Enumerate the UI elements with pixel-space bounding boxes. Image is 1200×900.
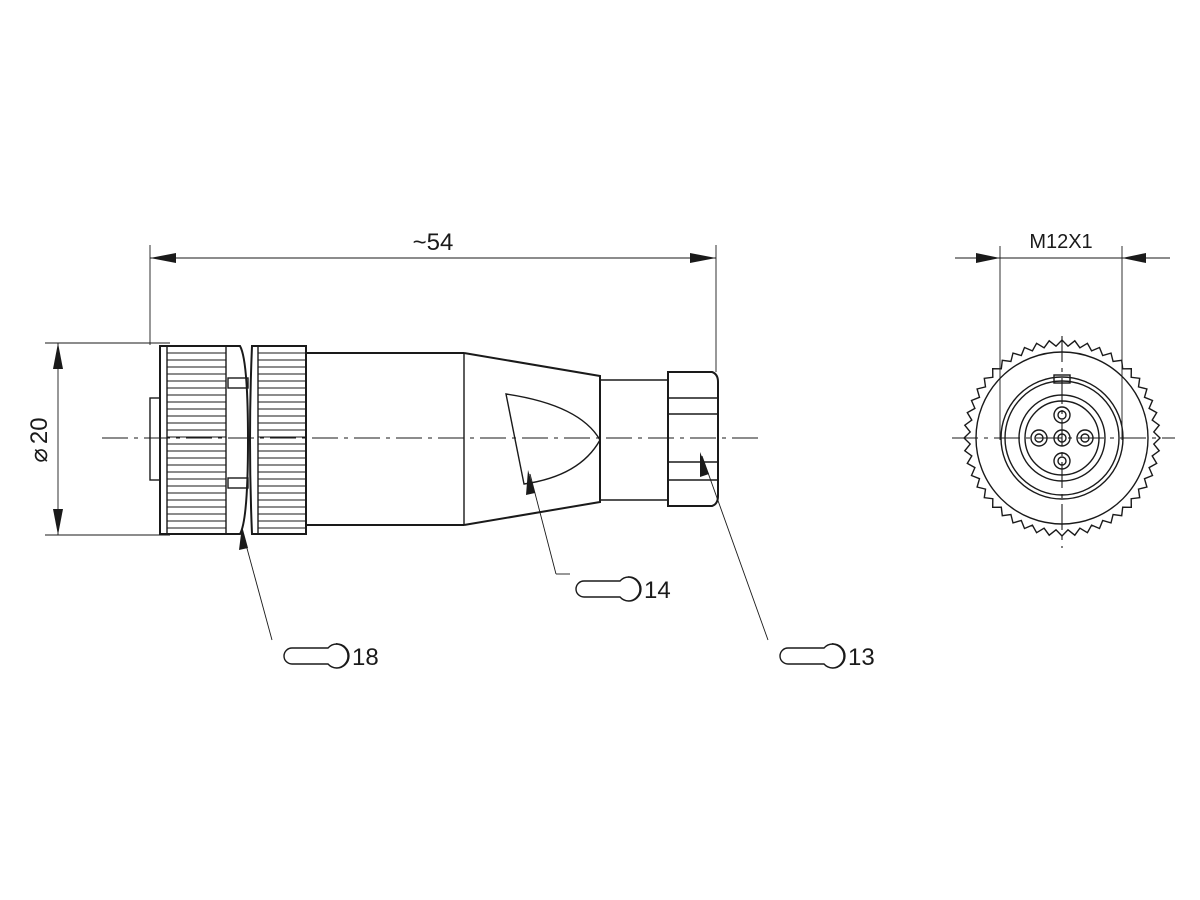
pin-right bbox=[1076, 429, 1094, 447]
pin-top bbox=[1053, 406, 1071, 424]
pin-bottom bbox=[1053, 452, 1071, 470]
pin-contacts bbox=[1030, 406, 1094, 470]
diameter-dimension: ⌀20 bbox=[26, 342, 170, 536]
leader-line-18 bbox=[239, 526, 273, 641]
length-dimension: ~54 bbox=[149, 229, 717, 372]
knurled-coupling-nut-front bbox=[149, 345, 250, 535]
leader-line-14 bbox=[526, 470, 570, 575]
rim-inner-circle bbox=[975, 351, 1149, 525]
wrench-icon bbox=[283, 643, 350, 669]
length-dimension-label: ~54 bbox=[413, 229, 454, 256]
insert-inner-circle bbox=[1024, 400, 1100, 476]
callout-18-label: 18 bbox=[352, 644, 379, 671]
diameter-dimension-label: ⌀20 bbox=[26, 417, 53, 462]
hex-gland-nut bbox=[667, 371, 719, 507]
connector-body bbox=[306, 352, 601, 526]
wrench-icon bbox=[779, 643, 846, 669]
coding-key bbox=[1053, 374, 1071, 384]
leader-line-13 bbox=[700, 452, 769, 641]
side-view: ~54 ⌀20 bbox=[26, 229, 875, 671]
callout-13-label: 13 bbox=[848, 644, 875, 671]
cable-sleeve bbox=[600, 379, 668, 501]
callout-14-label: 14 bbox=[644, 577, 671, 604]
knurled-outer-rim bbox=[962, 338, 1162, 538]
grip-window bbox=[505, 393, 601, 485]
thread-circle bbox=[1000, 376, 1124, 500]
thread-inner-circle bbox=[1004, 380, 1120, 496]
callout-14: 14 bbox=[575, 576, 671, 604]
pin-left bbox=[1030, 429, 1048, 447]
thread-dimension: M12X1 bbox=[955, 231, 1170, 440]
front-view: M12X1 bbox=[952, 231, 1175, 548]
insert-outer-circle bbox=[1018, 394, 1106, 482]
thread-dimension-label: M12X1 bbox=[1029, 231, 1092, 253]
callout-13: 13 bbox=[779, 643, 875, 671]
knurled-coupling-nut-rear bbox=[249, 345, 307, 535]
pin-center bbox=[1053, 429, 1071, 447]
wrench-icon bbox=[575, 576, 642, 602]
callout-18: 18 bbox=[283, 643, 379, 671]
